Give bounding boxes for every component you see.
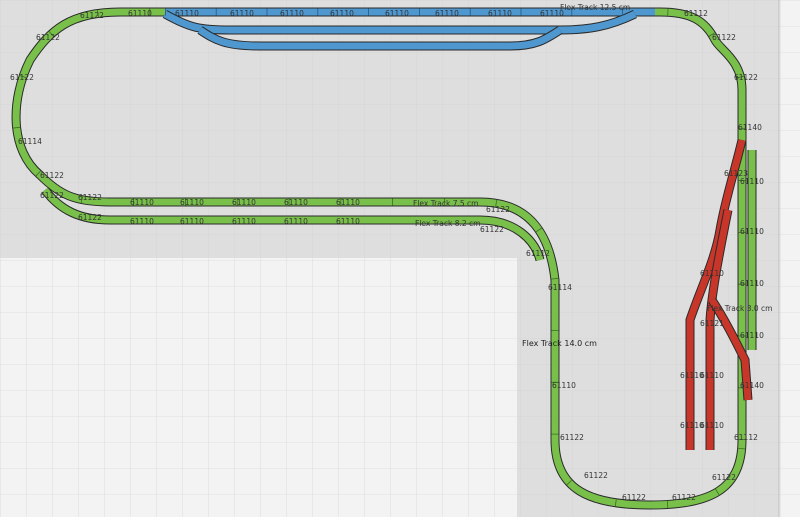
label-p14: 61110 (385, 9, 409, 18)
label-p40: 61110 (232, 198, 256, 207)
label-p41: 61110 (284, 198, 308, 207)
label-p51: 61110 (680, 421, 704, 430)
label-p31: 61122 (584, 471, 608, 480)
label-p32: 61122 (560, 433, 584, 442)
label-p43: 61110 (130, 217, 154, 226)
label-p8: 61122 (40, 191, 64, 200)
label-p42: 61110 (336, 198, 360, 207)
label-p3: 61122 (10, 73, 34, 82)
label-p17: 61110 (540, 9, 564, 18)
label-p24: 61110 (740, 279, 764, 288)
label-p2: 61122 (36, 33, 60, 42)
label-flex-mid: Flex Track 8.2 cm (415, 219, 480, 228)
label-p13: 61110 (330, 9, 354, 18)
label-p1: 61122 (80, 11, 104, 20)
label-p37: 61122 (486, 205, 510, 214)
label-p33: 61110 (552, 381, 576, 390)
label-p19: 61122 (712, 33, 736, 42)
label-p26: 61140 (740, 381, 764, 390)
label-p5: 61122 (40, 171, 64, 180)
label-p29: 61122 (672, 493, 696, 502)
label-p48: 61121 (700, 319, 724, 328)
label-p16: 61110 (488, 9, 512, 18)
label-p21: 61140 (738, 123, 762, 132)
label-p30: 61122 (622, 493, 646, 502)
label-p49: 61110 (680, 371, 704, 380)
track-labels: Flex Track 14.0 cm Flex Track 3.0 cm Fle… (10, 3, 772, 502)
label-p53: 61123 (724, 169, 748, 178)
label-p15: 61110 (435, 9, 459, 18)
label-p54: 61110 (700, 269, 724, 278)
label-p52: 61110 (700, 421, 724, 430)
label-p25: 61110 (740, 331, 764, 340)
label-p36: 61122 (480, 225, 504, 234)
label-p38: 61110 (130, 198, 154, 207)
label-p22: 61110 (740, 177, 764, 186)
label-p10: 61110 (175, 9, 199, 18)
label-p34: 61114 (548, 283, 572, 292)
label-p27: 61112 (734, 433, 758, 442)
label-p35: 61112 (526, 249, 550, 258)
label-p50: 61110 (700, 371, 724, 380)
label-flex-top: Flex Track 12.5 cm (560, 3, 630, 12)
label-p23: 61110 (740, 227, 764, 236)
mainline-loop[interactable] (11, 7, 757, 510)
label-p6: 61122 (78, 193, 102, 202)
label-p12: 61110 (280, 9, 304, 18)
top-yard-blue[interactable] (162, 7, 655, 51)
label-p20: 61122 (734, 73, 758, 82)
label-p11: 61110 (230, 9, 254, 18)
label-p46: 61110 (284, 217, 308, 226)
label-p28: 61122 (712, 473, 736, 482)
label-flex-bottom: Flex Track 7.5 cm (413, 199, 478, 208)
label-p18: 61112 (684, 9, 708, 18)
label-p4: 61114 (18, 137, 42, 146)
label-p9: 61110 (128, 9, 152, 18)
label-p45: 61110 (232, 217, 256, 226)
label-flex-main: Flex Track 14.0 cm (522, 339, 597, 348)
label-p7: 61122 (78, 213, 102, 222)
label-flex-right: Flex Track 3.0 cm (707, 304, 772, 313)
label-p47: 61110 (336, 217, 360, 226)
right-yard-red[interactable] (685, 138, 753, 450)
label-p39: 61110 (180, 198, 204, 207)
label-p44: 61110 (180, 217, 204, 226)
